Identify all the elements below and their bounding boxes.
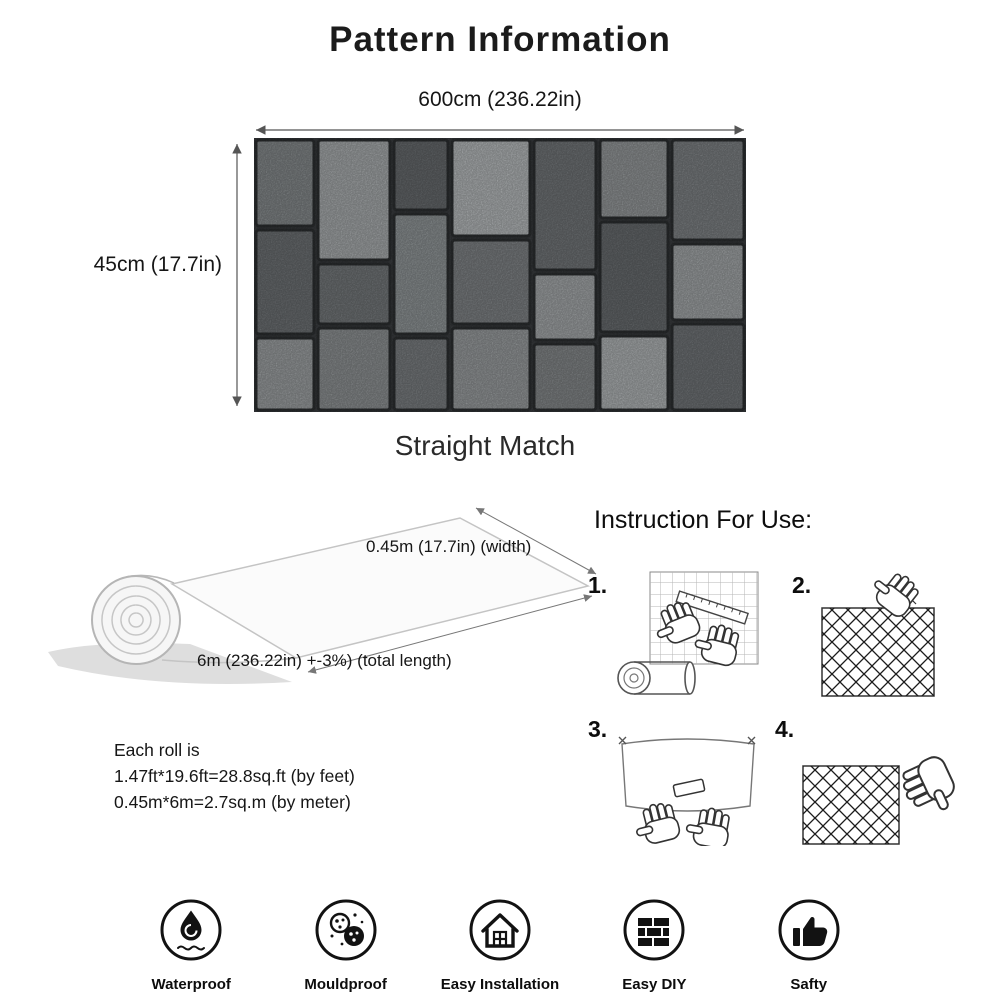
house-icon — [469, 899, 531, 961]
instruction-step-2: 2. — [792, 570, 951, 698]
instruction-step-3: 3. — [588, 714, 762, 846]
roll-size-details: Each roll is 1.47ft*19.6ft=28.8sq.ft (by… — [114, 737, 355, 815]
feature-waterproof: Waterproof — [114, 898, 268, 993]
wallpaper-roll-illustration — [48, 507, 597, 684]
roll-details-line-3: 0.45m*6m=2.7sq.m (by meter) — [114, 792, 351, 812]
feature-label: Easy DIY — [622, 976, 687, 993]
feature-easy-diy: Easy DIY — [577, 898, 731, 993]
roll-details-line-1: Each roll is — [114, 740, 200, 760]
instruction-title: Instruction For Use: — [594, 506, 813, 534]
step-1-number: 1. — [588, 572, 608, 598]
hang-wallpaper-illustration — [821, 570, 935, 697]
feature-label: Waterproof — [151, 976, 231, 993]
instruction-step-1: 1. — [588, 570, 762, 698]
feature-row: Waterproof Mouldproof — [114, 898, 886, 993]
press-wallpaper-illustration — [802, 752, 960, 845]
measure-and-cut-illustration — [617, 571, 759, 695]
straight-match-label: Straight Match — [394, 430, 576, 461]
roll-length-label: 6m (236.22in) +-3%) (total length) — [197, 651, 452, 670]
feature-label: Mouldproof — [304, 976, 387, 993]
water-drop-icon — [160, 899, 222, 961]
mold-spots-icon — [315, 899, 377, 961]
roll-width-label: 0.45m (17.7in) (width) — [366, 537, 532, 556]
instruction-step-4: 4. — [775, 714, 960, 846]
pattern-height-dimension-label: 45cm (17.7in) — [93, 253, 222, 276]
step-4-number: 4. — [775, 716, 795, 742]
feature-label: Safty — [790, 976, 828, 993]
width-dimension-line — [256, 125, 744, 135]
roll-details-line-2: 1.47ft*19.6ft=28.8sq.ft (by feet) — [114, 766, 355, 786]
step-2-number: 2. — [792, 572, 812, 598]
stone-pattern-image — [254, 138, 746, 412]
page-title: Pattern Information — [329, 20, 671, 59]
step-3-number: 3. — [588, 716, 608, 742]
thumbs-up-icon — [778, 899, 840, 961]
feature-easy-installation: Easy Installation — [423, 898, 577, 993]
feature-safty: Safty — [732, 898, 886, 993]
feature-mouldproof: Mouldproof — [268, 898, 422, 993]
smooth-wallpaper-illustration — [618, 736, 756, 846]
height-dimension-line — [232, 144, 242, 406]
pattern-width-dimension-label: 600cm (236.22in) — [418, 88, 582, 111]
brick-wall-icon — [623, 899, 685, 961]
feature-label: Easy Installation — [440, 976, 560, 993]
